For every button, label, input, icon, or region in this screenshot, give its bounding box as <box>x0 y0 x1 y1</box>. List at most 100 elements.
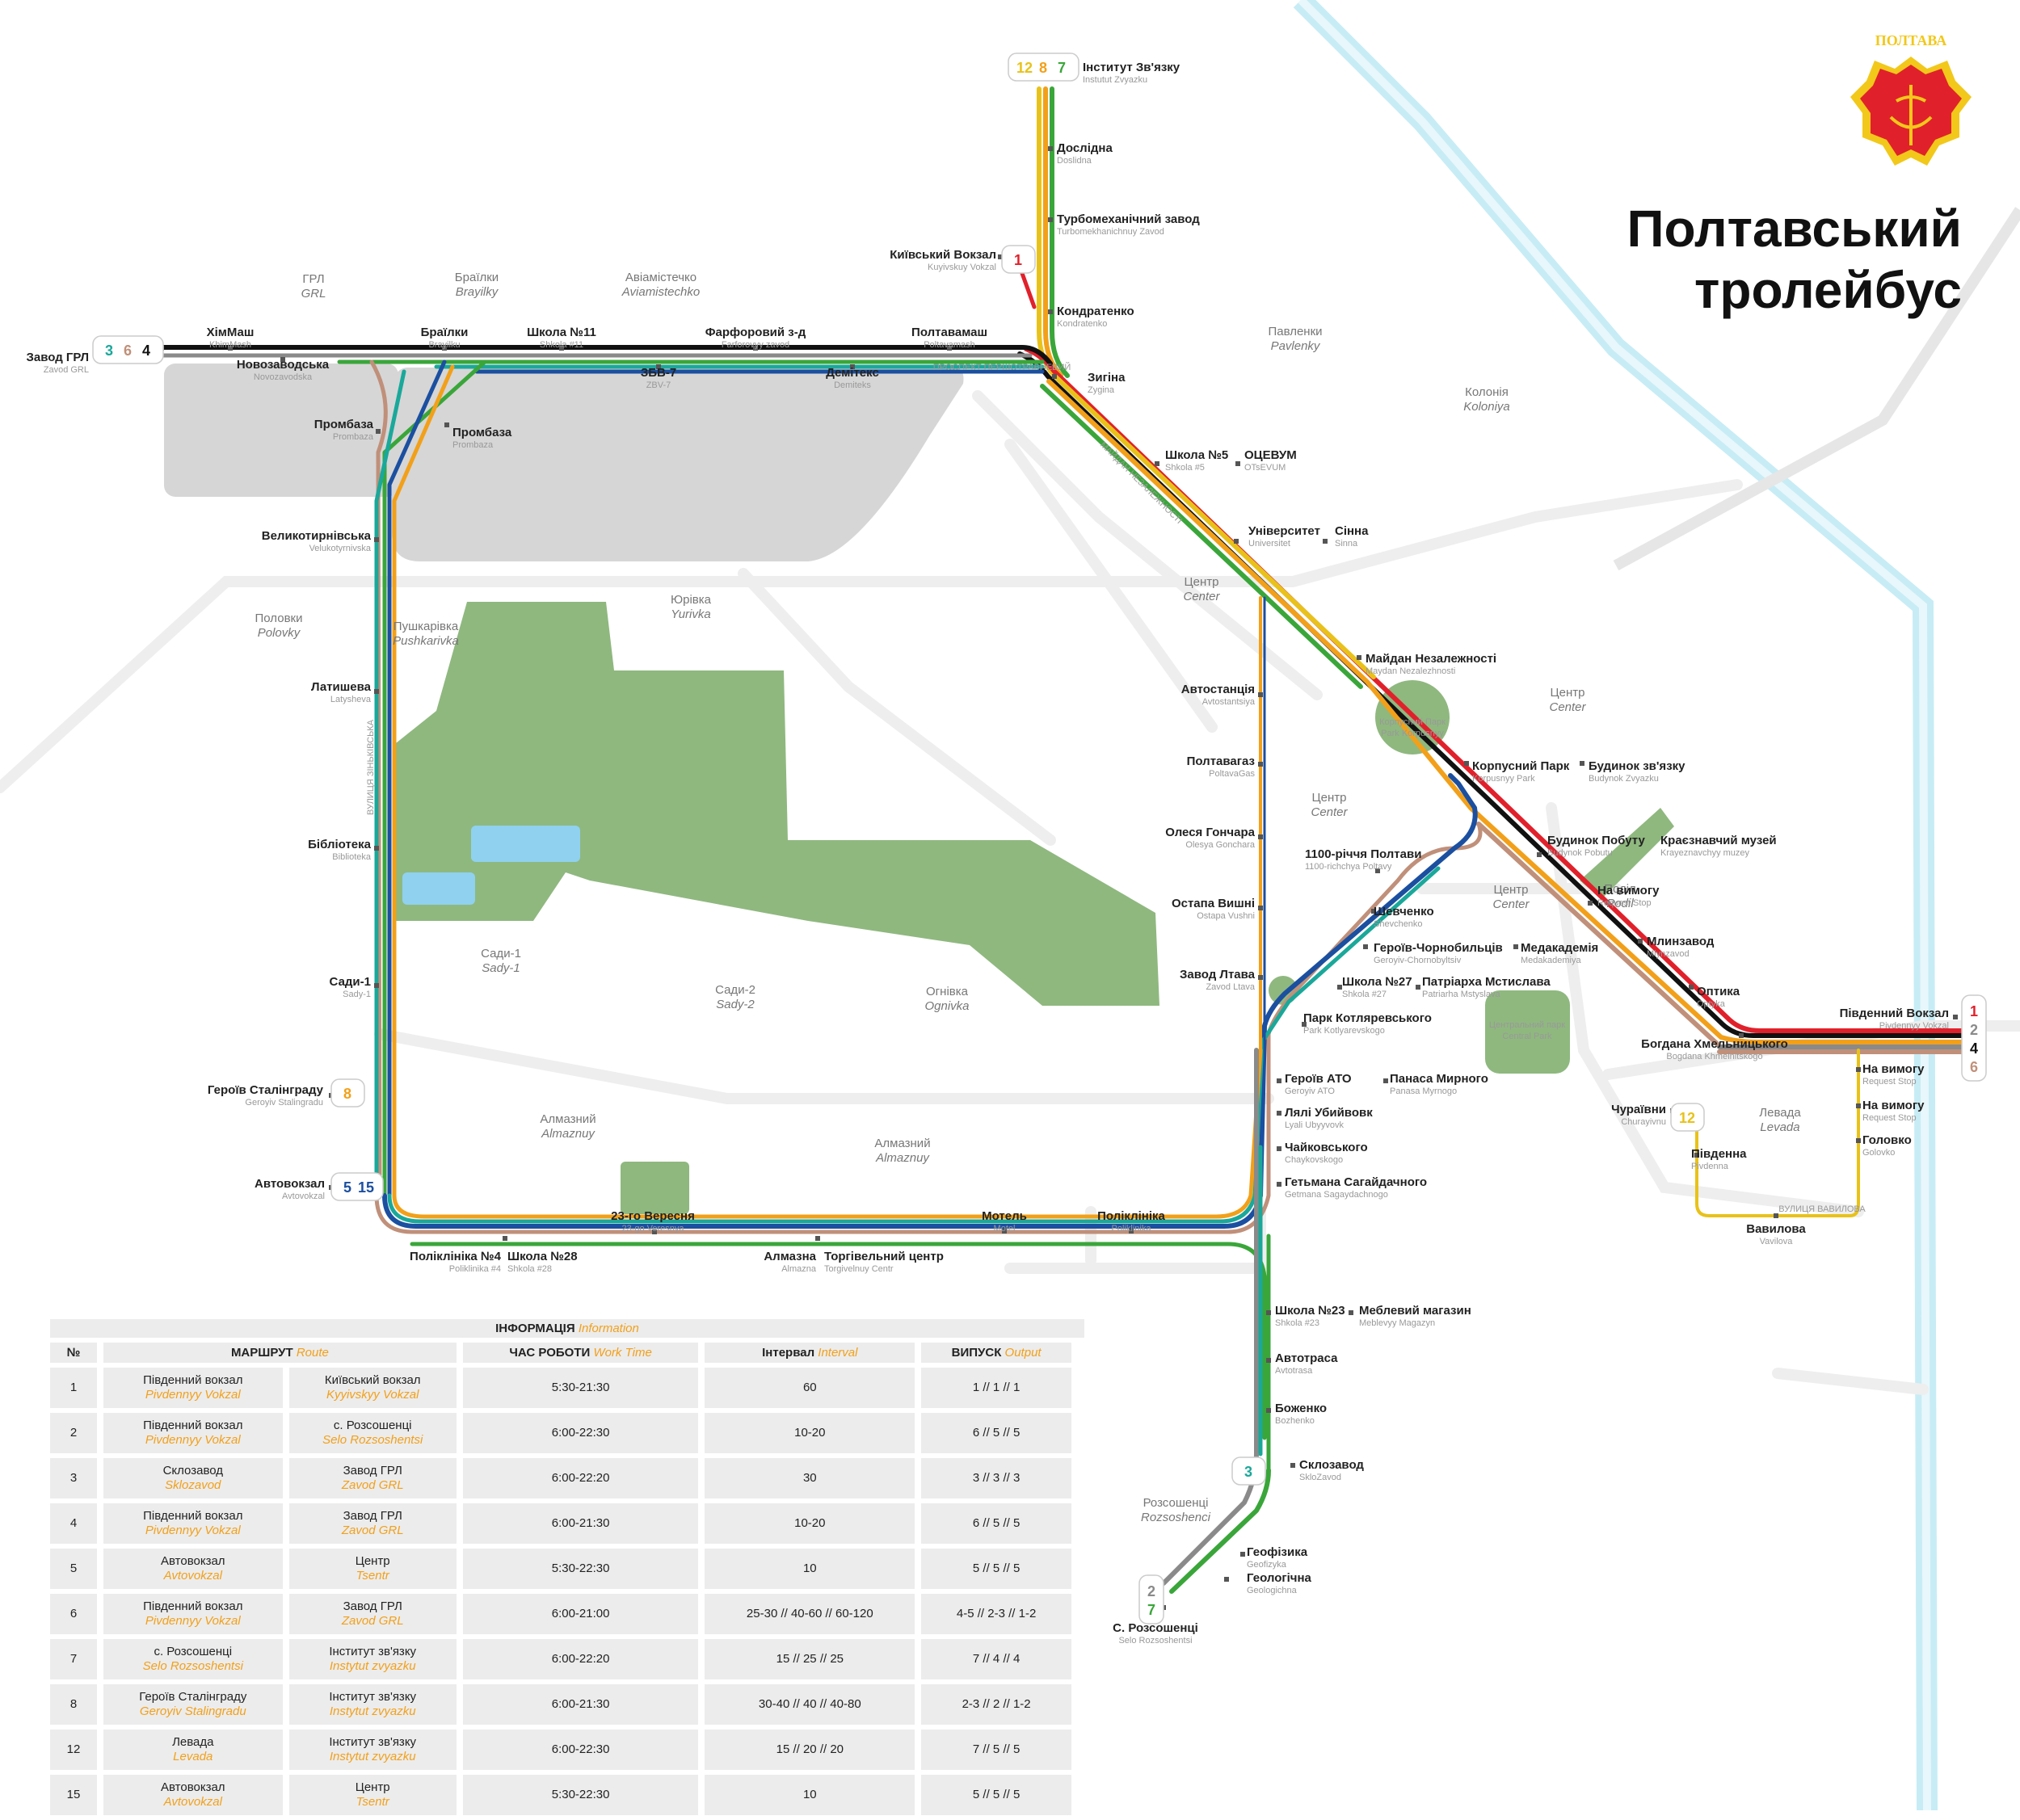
station-name: Майдан Незалежності <box>1366 652 1496 666</box>
district-name: Браїлки <box>455 271 499 284</box>
route-to-en: Instytut zvyazku <box>329 1704 416 1718</box>
route-from: Склозавод <box>162 1464 224 1477</box>
district-name: Розсошенці <box>1143 1496 1209 1510</box>
route-number: 8 <box>1039 60 1047 76</box>
route-num: 4 <box>69 1516 78 1530</box>
output: 2-3 // 2 // 1-2 <box>962 1697 1031 1711</box>
col-route-en: Route <box>296 1346 329 1360</box>
station-name: ЗБВ-7 <box>641 366 676 380</box>
cell-interval: 15 // 25 // 25 <box>705 1639 915 1679</box>
station-name-latin: Kuyivskuy Vokzal <box>928 263 996 272</box>
terminal-badge-frame <box>1670 1103 1705 1132</box>
cell-interval: 10-20 <box>705 1503 915 1544</box>
cell-interval: 60 <box>705 1368 915 1408</box>
station-name: Геологічна <box>1247 1571 1312 1585</box>
station-stop-marker <box>652 1229 657 1234</box>
station-name-latin: Request Stop <box>1862 1113 1917 1123</box>
output: 1 // 1 // 1 <box>972 1381 1021 1394</box>
interval: 15 // 20 // 20 <box>776 1742 844 1756</box>
station-name: Школа №5 <box>1165 448 1228 462</box>
station-name-latin: Almazna <box>781 1264 817 1274</box>
interval: 60 <box>802 1381 817 1394</box>
cell-interval: 10 <box>705 1549 915 1589</box>
pond-1 <box>471 826 580 862</box>
